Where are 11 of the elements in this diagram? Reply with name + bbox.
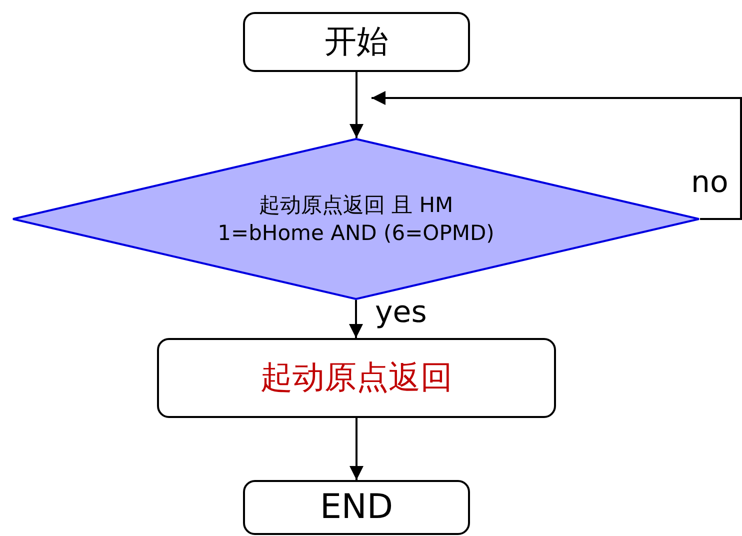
node-label: 起动原点返回 bbox=[260, 357, 452, 398]
arrow bbox=[350, 418, 364, 480]
arrow bbox=[372, 91, 742, 220]
start-terminal bbox=[243, 12, 470, 72]
arrow bbox=[350, 72, 364, 138]
process-box bbox=[157, 338, 556, 418]
end-terminal bbox=[243, 480, 470, 535]
arrow bbox=[349, 300, 363, 338]
node-label: 起动原点返回 且 HM 1=bHome AND (6=OPMD) bbox=[216, 192, 496, 247]
node-label: END bbox=[320, 486, 394, 529]
node-label: 开始 bbox=[324, 21, 388, 62]
